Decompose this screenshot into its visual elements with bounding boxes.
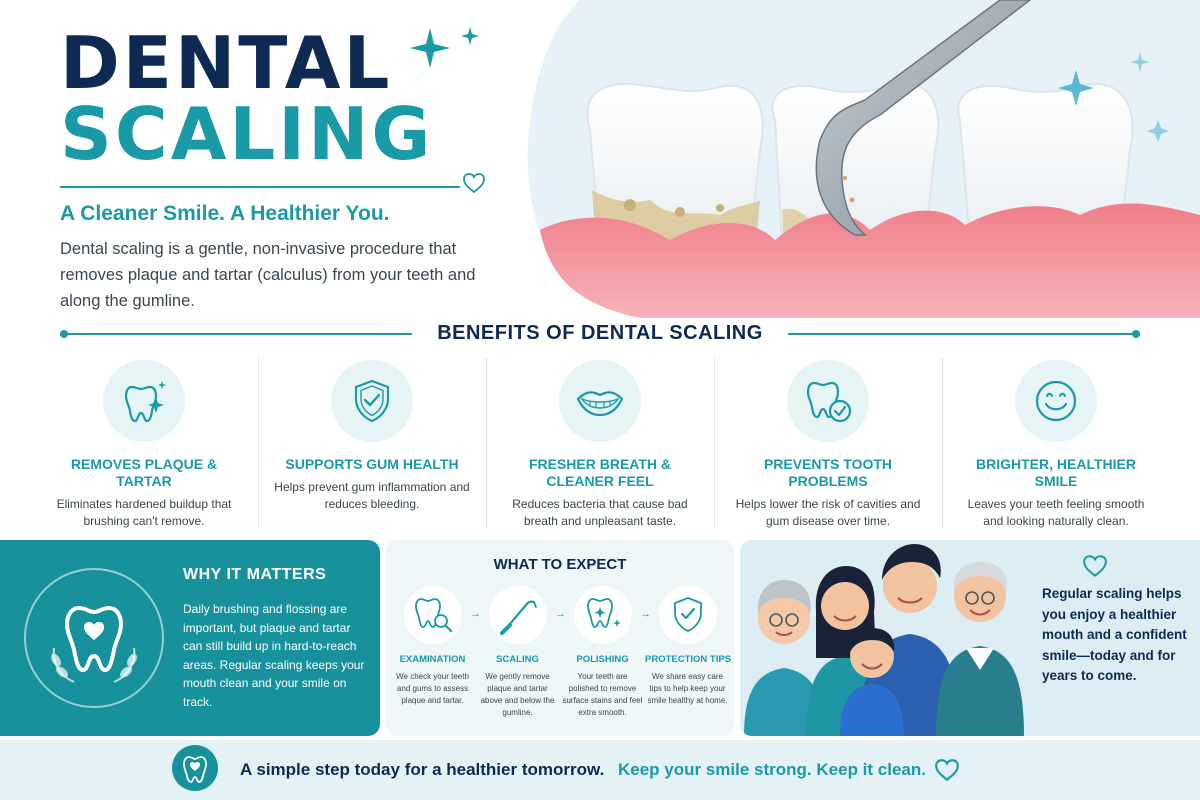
benefit-desc: Eliminates hardened buildup that brushin… (56, 497, 232, 528)
footer-banner: A simple step today for a healthier tomo… (0, 740, 1200, 800)
benefit-title: BRIGHTER, HEALTHIER SMILE (976, 456, 1136, 489)
step-title: EXAMINATION (399, 654, 466, 665)
title-line-1: DENTAL (60, 21, 393, 105)
smile-lips-icon (559, 360, 641, 442)
heading-rule-right (788, 330, 1140, 338)
why-it-matters-panel: WHY IT MATTERS Daily brushing and flossi… (0, 540, 380, 736)
scaler-tool-icon (488, 586, 547, 644)
step-item: → SCALING We gently remove plaque and ta… (475, 586, 566, 719)
benefit-item: PREVENTS TOOTH PROBLEMS Helps lower the … (714, 352, 942, 532)
step-title: POLISHING (576, 654, 629, 665)
sparkle-tooth-icon (573, 586, 632, 644)
what-to-expect-panel: WHAT TO EXPECT → EXAMINATION We check yo… (386, 540, 734, 736)
step-title: SCALING (496, 654, 539, 665)
benefit-title: REMOVES PLAQUE & TARTAR (70, 456, 218, 489)
benefit-title: FRESHER BREATH & CLEANER FEEL (528, 456, 672, 489)
benefit-desc: Reduces bacteria that cause bad breath a… (512, 497, 688, 528)
expect-steps: → EXAMINATION We check your teeth and gu… (390, 586, 732, 719)
arrow-right-icon: → (640, 608, 651, 620)
footer-accent-text: Keep your smile strong. Keep it clean. (618, 760, 926, 779)
sparkle-icon (410, 28, 450, 68)
arrow-right-icon: → (470, 608, 481, 620)
heading-rule-left (60, 330, 412, 338)
benefit-desc: Helps lower the risk of cavities and gum… (735, 497, 921, 528)
benefit-item: BRIGHTER, HEALTHIER SMILE Leaves your te… (942, 352, 1170, 532)
benefit-desc: Helps prevent gum inflammation and reduc… (274, 480, 470, 511)
magnifier-tooth-icon (403, 586, 462, 644)
family-text: Regular scaling helps you enjoy a health… (1042, 586, 1187, 683)
step-desc: Your teeth are polished to remove surfac… (562, 672, 643, 717)
tagline: A Cleaner Smile. A Healthier You. (60, 202, 390, 225)
sparkle-tooth-icon (103, 360, 185, 442)
arrow-right-icon: → (555, 608, 566, 620)
why-title: WHY IT MATTERS (183, 566, 327, 583)
benefit-item: SUPPORTS GUM HEALTH Helps prevent gum in… (258, 352, 486, 532)
heart-icon (935, 759, 959, 782)
step-desc: We share easy care tips to help keep you… (647, 672, 728, 705)
why-desc: Daily brushing and flossing are importan… (183, 602, 365, 709)
benefit-desc: Leaves your teeth feeling smooth and loo… (967, 497, 1145, 528)
family-illustration (744, 544, 1024, 736)
page-title: DENTAL SCALING (60, 21, 434, 176)
step-item: → POLISHING Your teeth are polished to r… (560, 586, 651, 719)
benefits-heading: BENEFITS OF DENTAL SCALING (437, 322, 763, 344)
shield-check-icon (331, 360, 413, 442)
shield-check-icon (658, 586, 717, 644)
heart-icon (1083, 555, 1107, 578)
step-item: → EXAMINATION We check your teeth and gu… (390, 586, 481, 719)
benefit-title: SUPPORTS GUM HEALTH (285, 456, 459, 472)
step-item: PROTECTION TIPS We share easy care tips … (645, 586, 732, 719)
title-line-2: SCALING (60, 91, 434, 176)
benefits-list: REMOVES PLAQUE & TARTAR Eliminates harde… (30, 352, 1170, 532)
benefit-item: FRESHER BREATH & CLEANER FEEL Reduces ba… (486, 352, 714, 532)
title-underline (60, 186, 460, 188)
heart-icon (463, 173, 485, 194)
hero-illustration (520, 0, 1200, 318)
step-title: PROTECTION TIPS (645, 654, 732, 665)
smiley-face-icon (1015, 360, 1097, 442)
expect-title: WHAT TO EXPECT (493, 556, 627, 573)
family-panel: Regular scaling helps you enjoy a health… (740, 540, 1200, 736)
intro-text: Dental scaling is a gentle, non-invasive… (60, 240, 476, 310)
benefits-heading-row: BENEFITS OF DENTAL SCALING (60, 322, 1140, 346)
sparkle-small-icon (461, 27, 479, 45)
step-desc: We check your teeth and gums to assess p… (396, 672, 469, 705)
benefit-title: PREVENTS TOOTH PROBLEMS (763, 456, 893, 489)
heart-tooth-icon (24, 568, 164, 708)
tooth-check-icon (787, 360, 869, 442)
footer-main-text: A simple step today for a healthier tomo… (240, 760, 605, 779)
benefit-item: REMOVES PLAQUE & TARTAR Eliminates harde… (30, 352, 258, 532)
step-desc: We gently remove plaque and tartar above… (480, 672, 555, 717)
heart-tooth-icon (172, 745, 218, 791)
